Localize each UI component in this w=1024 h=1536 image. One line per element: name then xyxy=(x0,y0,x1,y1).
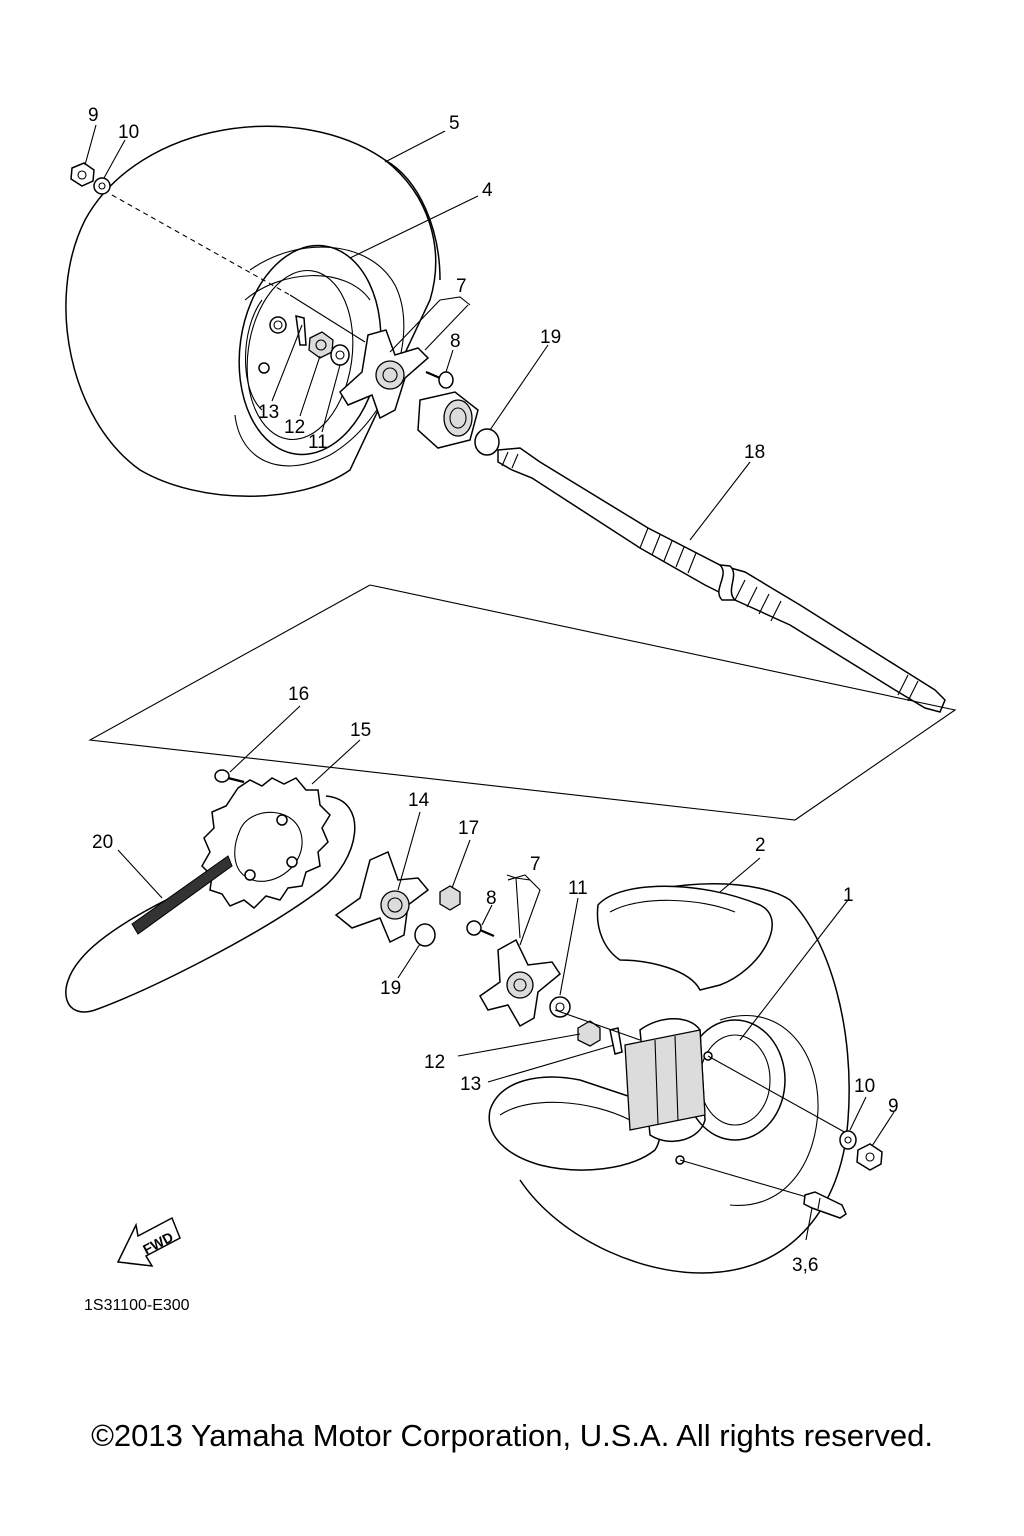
callout-10-top: 10 xyxy=(118,122,139,143)
callout-15: 15 xyxy=(350,720,371,741)
castle-nut-12-bottom xyxy=(577,1020,601,1047)
callout-11-top: 11 xyxy=(308,432,328,453)
callout-17: 17 xyxy=(458,818,479,839)
callout-16: 16 xyxy=(288,684,309,705)
callout-18: 18 xyxy=(744,442,765,463)
o-ring-19-top xyxy=(474,428,500,456)
callout-14: 14 xyxy=(408,790,430,811)
left-wheel xyxy=(65,125,441,497)
washer-10-bottom xyxy=(839,1130,857,1150)
callout-11-bottom: 11 xyxy=(568,878,588,899)
leader-lines xyxy=(84,124,895,1241)
sprocket-15 xyxy=(201,777,331,910)
callout-12-top: 12 xyxy=(284,417,305,438)
nut-17 xyxy=(439,885,461,911)
callout-19-top: 19 xyxy=(540,327,561,348)
axle-18 xyxy=(497,447,946,713)
cotter-pin-13-top xyxy=(295,315,307,346)
castle-nut-12-top xyxy=(308,331,334,359)
callout-13-top: 13 xyxy=(258,402,279,423)
callout-4: 4 xyxy=(482,180,493,201)
fwd-arrow-icon: FWD xyxy=(116,1216,181,1267)
washer-10-top xyxy=(93,177,111,195)
callout-2: 2 xyxy=(755,835,766,856)
chain-20 xyxy=(65,795,356,1013)
assembly-frame xyxy=(88,584,957,821)
callout-19-bottom: 19 xyxy=(380,978,401,999)
hub-7-top xyxy=(339,329,430,420)
callout-12-bottom: 12 xyxy=(424,1052,445,1073)
hub-14 xyxy=(334,850,430,944)
bolt-16 xyxy=(214,769,245,784)
copyright-notice: ©2013 Yamaha Motor Corporation, U.S.A. A… xyxy=(91,1418,933,1453)
nut-9-top xyxy=(70,162,95,187)
diagram-code: 1S31100-E300 xyxy=(84,1297,190,1314)
callout-1: 1 xyxy=(843,885,854,906)
callout-8-top: 8 xyxy=(450,331,461,352)
cotter-pin-13-bottom xyxy=(609,1027,623,1055)
washer-11-bottom xyxy=(549,996,571,1018)
bolt-8-bottom xyxy=(466,920,495,938)
callout-13-bottom: 13 xyxy=(460,1074,481,1095)
washer-11-top xyxy=(330,344,350,366)
callout-7-bottom: 7 xyxy=(530,854,541,875)
callout-5: 5 xyxy=(449,113,460,134)
callout-10-bottom: 10 xyxy=(854,1076,875,1097)
callout-20: 20 xyxy=(92,832,113,853)
nut-9-bottom xyxy=(856,1143,883,1171)
callout-9-top: 9 xyxy=(88,105,99,126)
bearing-housing xyxy=(417,391,479,449)
right-wheel xyxy=(488,883,850,1274)
callout-8-bottom: 8 xyxy=(486,888,497,909)
o-ring-19-bottom xyxy=(414,923,436,947)
callout-7-top: 7 xyxy=(456,276,467,297)
valve-stem xyxy=(803,1191,847,1219)
callout-3-6: 3,6 xyxy=(792,1255,818,1276)
callout-9-bottom: 9 xyxy=(888,1096,899,1117)
hub-7-bottom xyxy=(479,938,562,1028)
bolt-8-top xyxy=(425,370,454,389)
